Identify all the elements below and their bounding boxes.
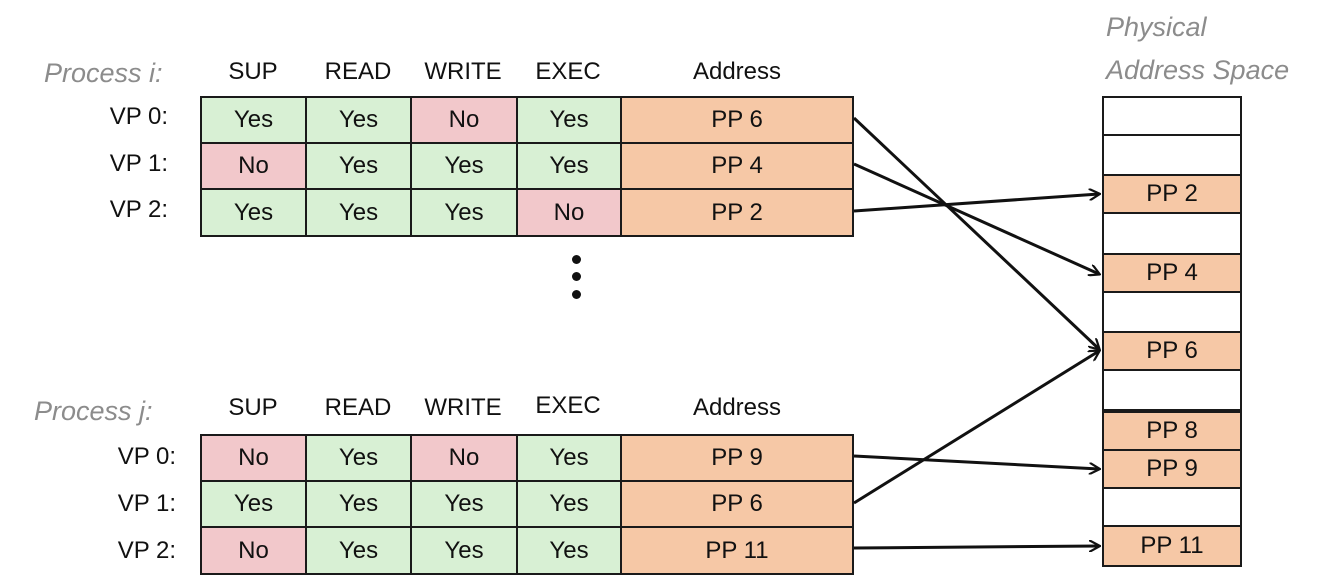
address-cell: PP 6 <box>620 480 854 528</box>
process-i-label: Process i: <box>44 58 163 88</box>
address-cell: PP 11 <box>620 526 854 575</box>
header-exec: EXEC <box>535 58 601 85</box>
vp-label: VP 0: <box>117 443 176 470</box>
arrow-i-vp2-to-pp2 <box>853 194 1099 213</box>
physical-slot <box>1102 291 1242 333</box>
header-sup: SUP <box>228 394 278 421</box>
arrow-i-vp0-to-pp6 <box>852 116 1099 349</box>
sup-cell: No <box>200 526 307 575</box>
header-address: Address <box>692 58 782 85</box>
physical-slot <box>1102 134 1242 176</box>
exec-cell: Yes <box>516 526 622 575</box>
arrow-j-vp1-to-pp6 <box>853 351 1099 505</box>
dot <box>572 255 581 264</box>
exec-cell: No <box>516 188 622 237</box>
read-cell: Yes <box>305 188 412 237</box>
sup-cell: Yes <box>200 188 307 237</box>
vp-label: VP 1: <box>109 150 168 177</box>
exec-cell: Yes <box>516 434 622 482</box>
read-cell: Yes <box>305 142 412 190</box>
dot <box>572 272 581 281</box>
read-cell: Yes <box>305 480 412 528</box>
header-exec: EXEC <box>535 392 601 419</box>
read-cell: Yes <box>305 434 412 482</box>
write-cell: Yes <box>410 188 518 237</box>
physical-slot: PP 11 <box>1102 525 1242 567</box>
sup-cell: No <box>200 434 307 482</box>
arrow-j-vp2-to-pp11 <box>853 546 1099 548</box>
vp-label: VP 1: <box>117 490 176 517</box>
read-cell: Yes <box>305 96 412 144</box>
vp-label: VP 0: <box>109 103 168 130</box>
physical-slot <box>1102 212 1242 255</box>
arrow-j-vp0-to-pp9 <box>853 454 1099 469</box>
address-cell: PP 4 <box>620 142 854 190</box>
header-read: READ <box>324 58 392 85</box>
physical-title-line1: Physical <box>1106 12 1207 42</box>
write-cell: Yes <box>410 526 518 575</box>
write-cell: No <box>410 96 518 144</box>
exec-cell: Yes <box>516 142 622 190</box>
physical-slot <box>1102 369 1242 411</box>
address-cell: PP 6 <box>620 96 854 144</box>
read-cell: Yes <box>305 526 412 575</box>
process-j-label: Process j: <box>34 396 153 426</box>
header-write: WRITE <box>424 58 502 85</box>
physical-slot: PP 6 <box>1102 331 1242 371</box>
address-cell: PP 2 <box>620 188 854 237</box>
vp-label: VP 2: <box>117 537 176 564</box>
physical-slot: PP 2 <box>1102 174 1242 214</box>
header-address: Address <box>692 394 782 421</box>
physical-slot: PP 4 <box>1102 253 1242 293</box>
vp-label: VP 2: <box>109 196 168 223</box>
physical-title-line2: Address Space <box>1106 55 1290 85</box>
arrow-i-vp1-to-pp4 <box>853 162 1099 274</box>
header-read: READ <box>324 394 392 421</box>
header-write: WRITE <box>424 394 502 421</box>
dot <box>572 290 581 299</box>
header-sup: SUP <box>228 58 278 85</box>
